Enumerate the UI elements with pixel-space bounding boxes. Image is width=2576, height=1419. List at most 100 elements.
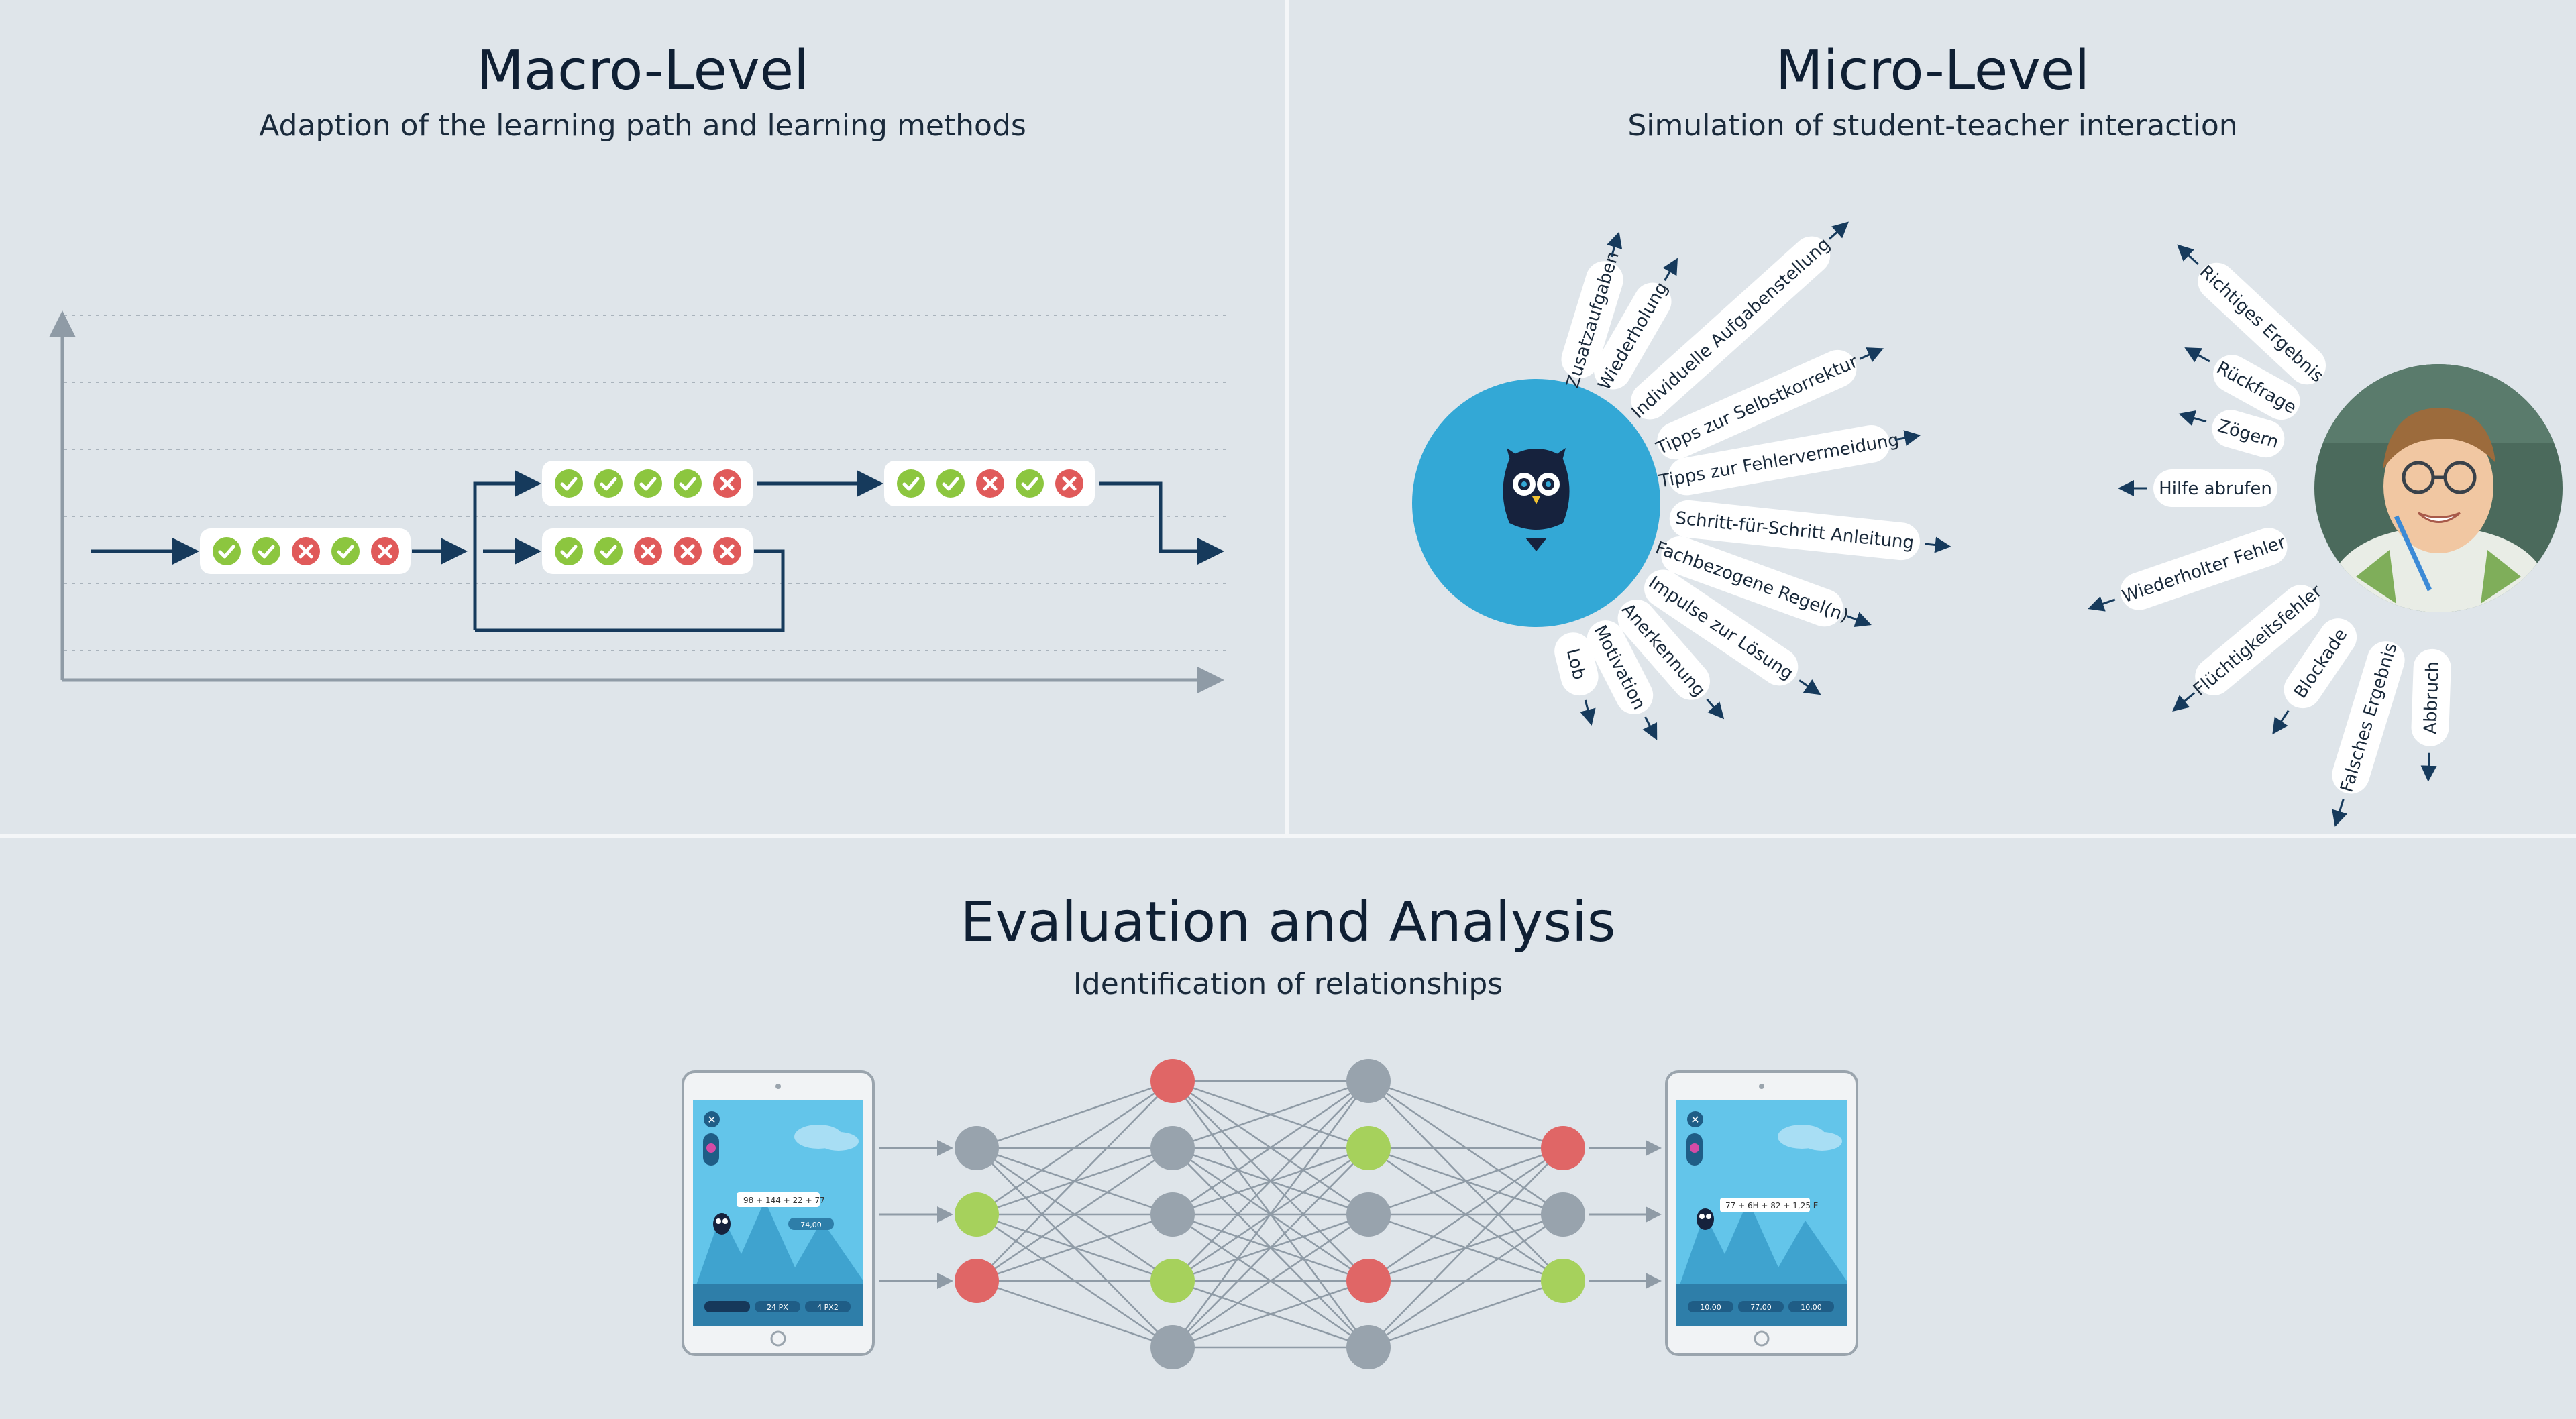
tablet-left-equation: 98 + 144 + 22 + 77 bbox=[743, 1196, 825, 1205]
network-node bbox=[1150, 1325, 1195, 1369]
micro-subtitle: Simulation of student-teacher interactio… bbox=[1627, 109, 2238, 143]
panel-divider bbox=[1285, 0, 1289, 834]
student-behaviour-pill: Abbruch bbox=[2411, 648, 2451, 746]
result-boxes bbox=[200, 461, 1095, 574]
result-box bbox=[542, 528, 753, 574]
network-node bbox=[1541, 1126, 1585, 1170]
cross-icon bbox=[713, 537, 741, 565]
arrow bbox=[2332, 799, 2348, 827]
check-icon bbox=[594, 469, 623, 498]
tablet-left-button: 4 PX2 bbox=[817, 1303, 839, 1312]
network-node bbox=[1541, 1192, 1585, 1237]
arrow bbox=[2420, 752, 2437, 782]
network-node bbox=[1346, 1325, 1391, 1369]
network-node bbox=[1346, 1059, 1391, 1103]
arrow bbox=[2272, 710, 2290, 735]
cross-icon bbox=[371, 537, 399, 565]
network-edge bbox=[1172, 1280, 1369, 1349]
arrow bbox=[2172, 692, 2196, 712]
check-icon bbox=[936, 469, 965, 498]
teacher-response-pill: Lob bbox=[1554, 632, 1599, 726]
macro-subtitle: Adaption of the learning path and learni… bbox=[259, 109, 1026, 143]
panel-divider-horizontal bbox=[0, 834, 2576, 838]
owl-icon bbox=[1697, 1208, 1714, 1230]
network-node bbox=[1346, 1259, 1391, 1303]
owl-icon bbox=[1503, 448, 1570, 551]
micro-level-panel: Micro-Level Simulation of student-teache… bbox=[1289, 0, 2576, 834]
result-box bbox=[884, 461, 1095, 506]
arrow bbox=[2184, 347, 2210, 363]
network-nodes bbox=[955, 1059, 1585, 1369]
check-icon bbox=[634, 469, 662, 498]
learning-path-diagram bbox=[49, 310, 1228, 693]
network-edge bbox=[1368, 1147, 1564, 1348]
network-node bbox=[955, 1259, 999, 1303]
micro-title: Micro-Level bbox=[1775, 39, 2090, 103]
network-edge bbox=[976, 1080, 1173, 1149]
network-node bbox=[1150, 1059, 1195, 1103]
tablet-left-button: 24 PX bbox=[767, 1303, 788, 1312]
network-node bbox=[955, 1126, 999, 1170]
tablet-right: ✕ 77 + 6H + 82 + 1,25 E 10,00 77,00 10,0… bbox=[1665, 1070, 1858, 1356]
network-edge bbox=[1368, 1080, 1564, 1149]
cross-icon bbox=[1055, 469, 1083, 498]
check-icon bbox=[594, 537, 623, 565]
network-edge bbox=[976, 1080, 1173, 1282]
network-edge bbox=[1172, 1080, 1369, 1216]
network-node bbox=[1150, 1192, 1195, 1237]
eval-subtitle: Identification of relationships bbox=[1073, 967, 1503, 1001]
student-behaviour-pill: Wiederholter Fehler bbox=[2120, 528, 2289, 610]
tablet-right-button: 10,00 bbox=[1801, 1303, 1822, 1312]
close-icon: ✕ bbox=[1690, 1113, 1699, 1126]
close-icon: ✕ bbox=[707, 1113, 716, 1126]
tablet-left-answer: 74,00 bbox=[800, 1221, 822, 1229]
network-edge bbox=[1172, 1080, 1369, 1282]
owl-icon bbox=[713, 1213, 731, 1235]
neural-network-diagram: ✕ 98 + 144 + 22 + 77 74,00 24 PX 4 PX2 bbox=[682, 1059, 1858, 1369]
network-edge bbox=[1368, 1213, 1564, 1349]
student-photo bbox=[2314, 364, 2563, 612]
check-icon bbox=[331, 537, 360, 565]
eval-title: Evaluation and Analysis bbox=[960, 891, 1616, 954]
network-edge bbox=[1172, 1213, 1369, 1349]
student-behaviour-label: Abbruch bbox=[2420, 661, 2443, 734]
network-node bbox=[1346, 1126, 1391, 1170]
arrow bbox=[2177, 244, 2199, 265]
network-node bbox=[1541, 1259, 1585, 1303]
network-edge bbox=[1368, 1147, 1564, 1282]
cross-icon bbox=[674, 537, 702, 565]
tablet-right-button: 77,00 bbox=[1750, 1303, 1772, 1312]
cross-icon bbox=[292, 537, 320, 565]
tablet-left: ✕ 98 + 144 + 22 + 77 74,00 24 PX 4 PX2 bbox=[682, 1070, 875, 1356]
result-box bbox=[542, 461, 753, 506]
network-edge bbox=[1171, 1080, 1370, 1348]
network-edge bbox=[1368, 1147, 1564, 1216]
network-node bbox=[1346, 1192, 1391, 1237]
network-node bbox=[1150, 1259, 1195, 1303]
network-node bbox=[1150, 1126, 1195, 1170]
student-behaviour-pill: Blockade bbox=[2284, 618, 2357, 709]
check-icon bbox=[1016, 469, 1044, 498]
tablet-right-equation: 77 + 6H + 82 + 1,25 E bbox=[1725, 1201, 1818, 1210]
network-edge bbox=[976, 1280, 1173, 1349]
evaluation-panel: Evaluation and Analysis Identification o… bbox=[0, 838, 2576, 1419]
arrow bbox=[2088, 595, 2116, 612]
student-behaviour-pill: Hilfe abrufen bbox=[2153, 469, 2277, 507]
network-edge bbox=[1172, 1147, 1369, 1348]
check-icon bbox=[897, 469, 925, 498]
network-edge bbox=[1172, 1080, 1369, 1149]
result-box bbox=[200, 528, 411, 574]
check-icon bbox=[555, 469, 583, 498]
path-lines bbox=[91, 470, 1224, 632]
macro-level-panel: Macro-Level Adaption of the learning pat… bbox=[0, 0, 1285, 834]
check-icon bbox=[252, 537, 280, 565]
network-edge bbox=[976, 1080, 1173, 1216]
student-behaviour-pill: Zögern bbox=[2212, 410, 2285, 458]
macro-title: Macro-Level bbox=[476, 39, 809, 103]
network-edges bbox=[976, 1080, 1564, 1349]
network-edge bbox=[976, 1147, 1173, 1282]
network-edge bbox=[1368, 1280, 1564, 1349]
cross-icon bbox=[976, 469, 1004, 498]
network-edge bbox=[976, 1213, 1173, 1282]
